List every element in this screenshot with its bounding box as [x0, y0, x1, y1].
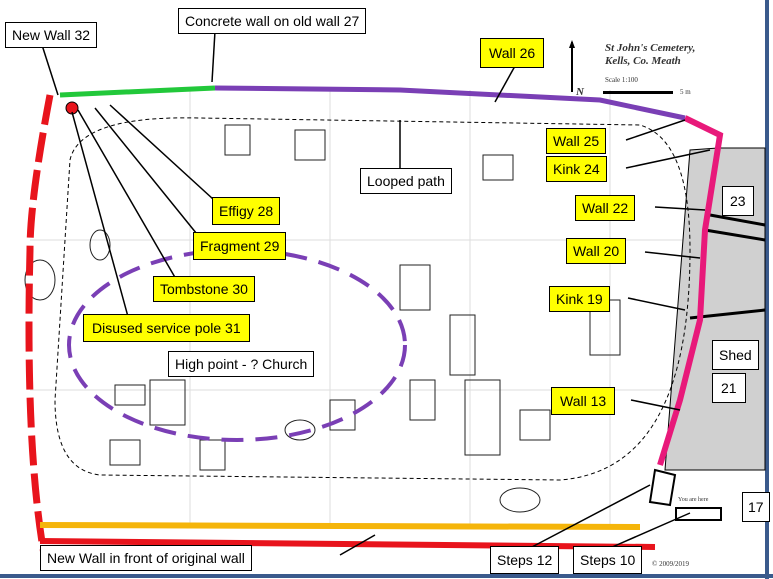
callout-arrows	[41, 30, 711, 556]
label-concrete-wall-27: Concrete wall on old wall 27	[178, 8, 367, 34]
label-wall-13: Wall 13	[551, 387, 616, 415]
label-wall-20: Wall 20	[566, 238, 627, 264]
label-23: 23	[722, 186, 754, 216]
map-title-line-1: St John's Cemetery,	[605, 42, 696, 54]
label-tombstone-30: Tombstone 30	[153, 276, 255, 302]
you-are-here-label: You are here	[678, 497, 709, 503]
label-wall-22: Wall 22	[575, 195, 636, 221]
looped-path	[54, 117, 691, 481]
label-21: 21	[712, 373, 746, 403]
copyright: © 2009/2019	[652, 560, 690, 568]
label-disused-service-pole-31: Disused service pole 31	[83, 314, 250, 342]
label-wall-26: Wall 26	[480, 38, 545, 68]
label-steps-10: Steps 10	[573, 546, 643, 574]
plots	[24, 124, 621, 513]
map-title: St John's Cemetery,Kells, Co. Meath	[605, 42, 695, 68]
wall-27-green	[59, 85, 216, 98]
label-shed: Shed	[712, 340, 759, 370]
map-title-line-2: Kells, Co. Meath	[605, 55, 681, 67]
label-kink-24: Kink 24	[546, 156, 607, 182]
label-looped-path: Looped path	[360, 168, 452, 194]
label-new-wall-32: New Wall 32	[5, 22, 98, 48]
scale-text: Scale 1:100	[605, 76, 638, 84]
label-kink-19: Kink 19	[549, 286, 610, 312]
label-fragment-29: Fragment 29	[193, 232, 287, 260]
label-wall-25: Wall 25	[546, 128, 607, 154]
entrance	[648, 468, 722, 521]
label-effigy-28: Effigy 28	[212, 197, 281, 225]
label-high-point-church: High point - ? Church	[168, 351, 315, 377]
label-steps-12: Steps 12	[490, 546, 560, 574]
scale-bar-label: 5 m	[680, 88, 691, 96]
label-new-wall-front: New Wall in front of original wall	[40, 545, 252, 571]
wall-26-purple	[214, 85, 686, 121]
wall-32-red	[25, 94, 54, 561]
north-arrow-label: N	[576, 86, 584, 98]
grid	[30, 90, 690, 525]
wall-pink	[657, 115, 724, 466]
wall-orange	[39, 522, 641, 530]
scale-bar-graphic	[569, 40, 673, 94]
label-17: 17	[742, 492, 770, 522]
